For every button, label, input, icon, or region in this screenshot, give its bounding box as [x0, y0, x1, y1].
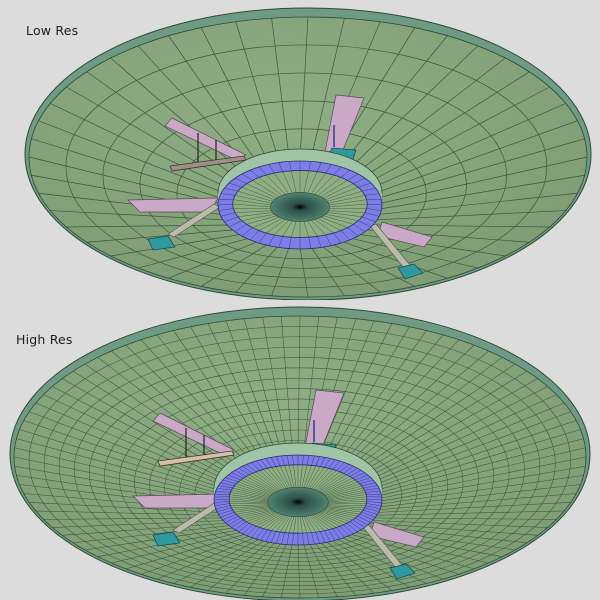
- wireframe: [13, 315, 587, 599]
- teal-pad: [147, 235, 176, 251]
- low-res-panel: Low Res: [24, 7, 592, 300]
- tan-board: [157, 450, 235, 467]
- hub-center: [270, 192, 330, 222]
- wireframe: [28, 16, 588, 298]
- high-res-saucer-render: [9, 306, 591, 600]
- central-hub: [217, 148, 383, 250]
- teal-pad: [152, 531, 181, 547]
- teal-pad: [389, 563, 416, 580]
- appendages: [127, 94, 433, 280]
- high-res-label: High Res: [16, 332, 73, 347]
- central-hub: [213, 442, 383, 546]
- appendages: [132, 389, 425, 580]
- high-res-panel: High Res: [0, 300, 600, 600]
- teal-pad: [397, 263, 424, 280]
- low-res-label: Low Res: [26, 23, 79, 38]
- hub-center: [267, 486, 329, 518]
- low-res-saucer-render: [24, 7, 592, 300]
